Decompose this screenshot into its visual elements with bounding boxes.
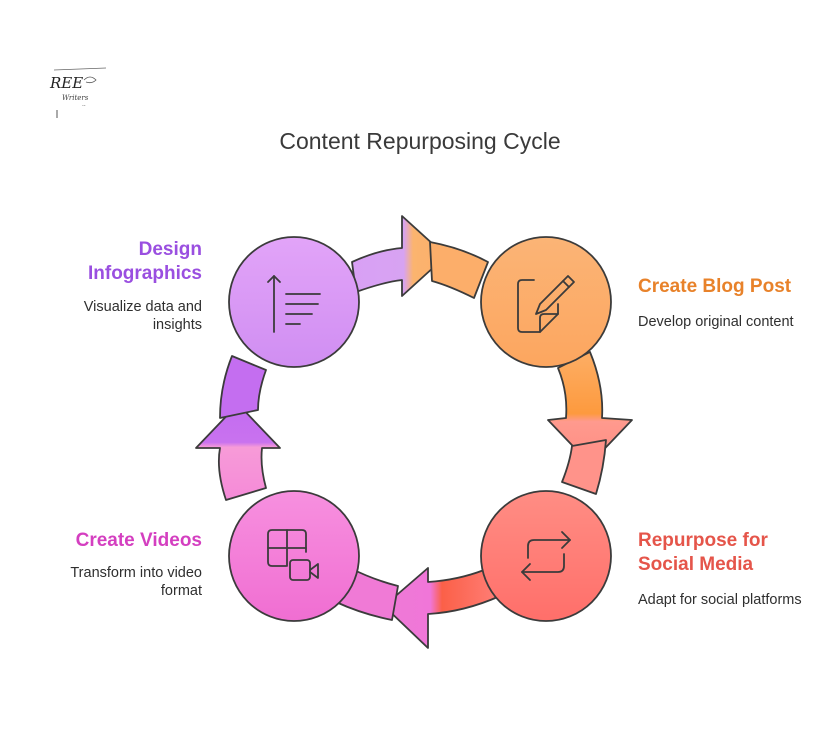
infographics-node xyxy=(228,236,360,368)
svg-text:REE: REE xyxy=(49,74,83,92)
arrow-right-tail xyxy=(561,439,607,495)
arrow-social-to-videos xyxy=(383,567,501,649)
infographics-description: Visualize data and insights xyxy=(20,298,202,334)
infographics-description-line1: Visualize data and xyxy=(83,299,202,315)
social-heading: Repurpose for Social Media xyxy=(638,529,768,577)
blog-heading: Create Blog Post xyxy=(638,276,792,297)
infographics-heading-line2: Infographics xyxy=(87,263,202,284)
svg-text:Writers: Writers xyxy=(62,94,89,102)
videos-description-line1: Transform into video xyxy=(70,565,202,581)
edit-document-icon xyxy=(517,275,575,333)
logo: REE Writers ·· xyxy=(48,66,110,118)
videos-description: Transform into video format xyxy=(20,564,202,600)
svg-text:··: ·· xyxy=(82,103,86,110)
videos-heading: Create Videos xyxy=(75,530,202,551)
social-heading-line1: Repurpose for xyxy=(638,530,768,551)
diagram-title: Content Repurposing Cycle xyxy=(279,128,561,154)
social-node xyxy=(480,490,612,622)
social-heading-line2: Social Media xyxy=(638,554,754,575)
repeat-icon xyxy=(521,531,571,581)
infographics-heading: Design Infographics xyxy=(40,238,202,286)
logo-graphic: REE Writers ·· xyxy=(49,67,107,118)
blog-node xyxy=(480,236,612,368)
infographics-description-line2: insights xyxy=(152,317,202,333)
videos-description-line2: format xyxy=(160,583,202,599)
video-layout-icon xyxy=(267,529,319,581)
videos-node xyxy=(228,490,360,622)
infographics-heading-line1: Design xyxy=(138,239,202,260)
arrow-videos-to-infographics xyxy=(195,403,281,501)
arrow-left-tail xyxy=(219,355,267,419)
text-align-icon xyxy=(267,275,321,333)
arrow-infographics-to-blog xyxy=(351,215,447,297)
blog-description: Develop original content xyxy=(638,314,794,330)
social-description: Adapt for social platforms xyxy=(638,592,802,608)
arrow-top-tail xyxy=(429,241,489,299)
